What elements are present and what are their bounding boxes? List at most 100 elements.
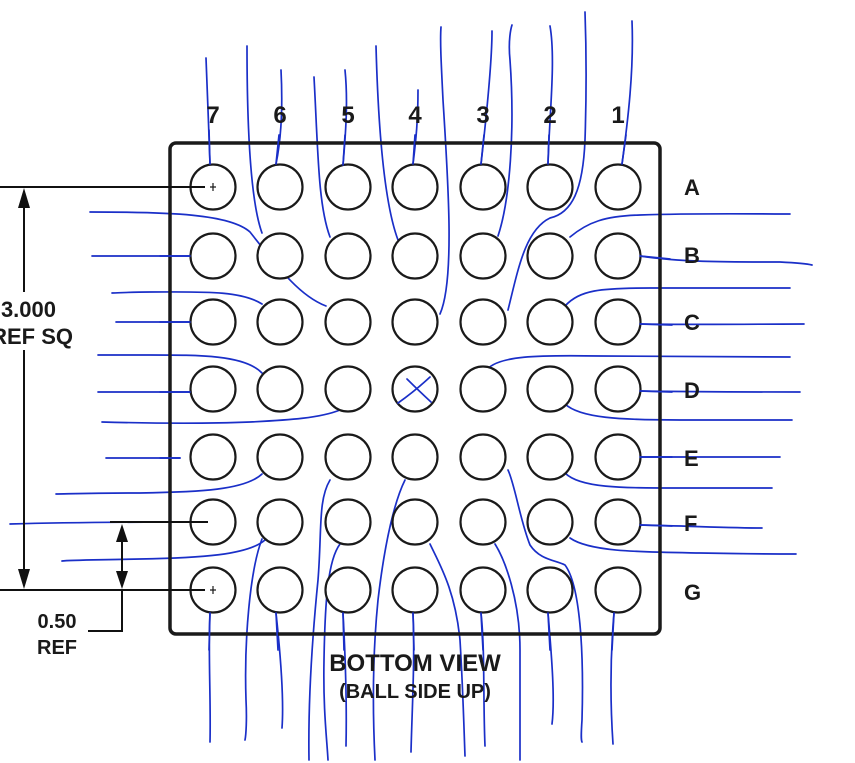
- edge-offset-value: 0.50: [38, 611, 77, 633]
- column-label: 2: [543, 102, 556, 129]
- routing-traces-overlay: [159, 129, 673, 651]
- row-label: E: [684, 446, 699, 471]
- ball-E2: [526, 433, 574, 481]
- trace: [375, 45, 399, 241]
- ball-G1: [594, 566, 642, 614]
- ball-C5: [324, 298, 372, 346]
- trace-stub: [275, 134, 280, 165]
- view-title: BOTTOM VIEW: [329, 650, 501, 677]
- trace: [89, 211, 327, 307]
- ball-D5: [324, 365, 372, 413]
- ball-G3: [459, 566, 507, 614]
- trace-stub: [547, 134, 550, 165]
- column-label: 1: [611, 102, 624, 129]
- row-label: A: [684, 175, 700, 200]
- trace: [429, 543, 466, 757]
- ball-A5: [324, 163, 372, 211]
- arrow-head-down: [18, 569, 30, 589]
- column-label: 7: [206, 102, 219, 129]
- ball-B1: [594, 232, 642, 280]
- trace-stub: [208, 612, 211, 651]
- trace: [484, 354, 791, 373]
- ball-B6: [256, 232, 304, 280]
- trace: [55, 473, 263, 495]
- ball-E3: [459, 433, 507, 481]
- trace-stub: [480, 134, 485, 165]
- trace: [246, 45, 263, 234]
- trace-stub: [480, 612, 484, 651]
- ball-G6: [256, 566, 304, 614]
- ball-grid: [189, 163, 642, 614]
- body-size-note: REF SQ: [0, 324, 73, 349]
- trace-stub: [342, 612, 345, 651]
- row-label: C: [684, 310, 700, 335]
- trace: [507, 11, 588, 311]
- ball-A6: [256, 163, 304, 211]
- ball-C2: [526, 298, 574, 346]
- trace-stub: [639, 524, 673, 527]
- body-size-dimension: 3.000 REF SQ: [0, 186, 205, 591]
- trace: [564, 287, 791, 307]
- column-label: 5: [341, 102, 354, 129]
- edge-offset-note: REF: [37, 637, 77, 659]
- ball-F2: [526, 498, 574, 546]
- arrow-head-up: [116, 524, 128, 542]
- ball-B5: [324, 232, 372, 280]
- trace-stub: [342, 134, 346, 166]
- arrow-head-up: [18, 188, 30, 208]
- row-label: D: [684, 378, 700, 403]
- ball-E7: [189, 433, 237, 481]
- column-label: 4: [408, 102, 422, 129]
- trace-stub: [208, 129, 211, 165]
- trace: [97, 354, 263, 374]
- ball-F3: [459, 498, 507, 546]
- row-label: F: [684, 511, 697, 536]
- ball-A2: [526, 163, 574, 211]
- ball-F6: [256, 498, 304, 546]
- arrow-head-down: [116, 571, 128, 589]
- dimension-text-mask: [0, 292, 80, 350]
- ball-C6: [256, 298, 304, 346]
- ball-A3: [459, 163, 507, 211]
- ball-E1: [594, 433, 642, 481]
- trace: [569, 212, 791, 238]
- ball-D2: [526, 365, 574, 413]
- ball-C7: [189, 298, 237, 346]
- edge-offset-dimension: 0.50 REF: [37, 521, 208, 659]
- ball-D7: [189, 365, 237, 413]
- leader-line: [88, 590, 123, 632]
- trace: [61, 539, 266, 562]
- trace-stub: [639, 390, 673, 393]
- trace: [313, 76, 331, 238]
- ball-E5: [324, 433, 372, 481]
- ball-B2: [526, 232, 574, 280]
- trace-stub: [275, 612, 279, 651]
- ball-B4: [391, 232, 439, 280]
- unpopulated-ball-mark: [397, 376, 432, 404]
- ball-D6: [256, 365, 304, 413]
- view-subtitle: (BALL SIDE UP): [339, 681, 491, 703]
- trace-stub: [547, 612, 551, 651]
- alignment-mark: [210, 183, 216, 191]
- trace: [569, 537, 797, 555]
- ball-E6: [256, 433, 304, 481]
- trace: [507, 469, 584, 743]
- alignment-mark: [210, 586, 216, 594]
- trace: [244, 538, 263, 741]
- ball-G5: [324, 566, 372, 614]
- trace: [494, 543, 521, 761]
- trace-stub: [621, 134, 627, 165]
- row-labels: A B C D E F G: [684, 175, 701, 605]
- ball-D3: [459, 365, 507, 413]
- trace: [564, 472, 773, 489]
- trace-stub: [639, 323, 673, 326]
- trace: [564, 403, 793, 421]
- trace-stub: [639, 255, 671, 260]
- column-label: 3: [476, 102, 489, 129]
- ball-A4: [391, 163, 439, 211]
- trace: [439, 26, 450, 315]
- ball-C4: [391, 298, 439, 346]
- ball-G4: [391, 566, 439, 614]
- ball-G2: [526, 566, 574, 614]
